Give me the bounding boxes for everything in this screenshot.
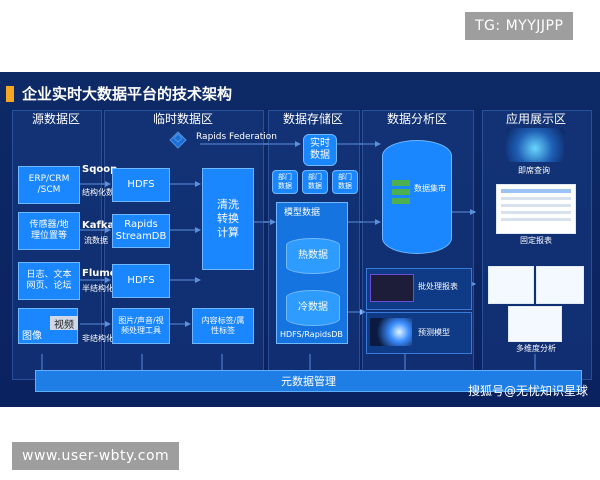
zone-display-title: 应用展示区: [505, 112, 566, 126]
data-mart-cylinder: [382, 140, 452, 254]
title-accent: [6, 86, 14, 102]
rapids-federation-label: Rapids Federation: [196, 132, 277, 142]
zone-analysis-title: 数据分析区: [386, 112, 447, 126]
type-structured: 结构化数据: [82, 188, 122, 197]
source-video: 视频: [50, 316, 78, 331]
zone-source-title: 源数据区: [31, 112, 80, 126]
source-sensor: 传感器/地 理位置等: [18, 212, 80, 250]
temp-rapids-streamdb: Rapids StreamDB: [112, 214, 170, 248]
multidim-thumb-3: [508, 306, 562, 342]
predict-model-label: 预测模型: [418, 328, 450, 337]
bottom-tag: www.user-wbty.com: [12, 442, 180, 470]
cold-data: 冷数据: [286, 290, 340, 326]
data-mart-label: 数据集市: [414, 184, 446, 193]
source-erp: ERP/CRM /SCM: [18, 166, 80, 204]
app-multidim-analysis: 多维度分析: [516, 344, 556, 353]
app-adhoc-query: 即席查询: [518, 166, 550, 175]
app-fixed-report: 固定报表: [520, 236, 552, 245]
clean-transform-compute: 清洗 转换 计算: [202, 168, 254, 270]
content-tag: 内容标签/属 性标签: [192, 308, 254, 344]
hdfs-rapidsdb-label: HDFS/RapidsDB: [280, 330, 343, 339]
top-tag: TG: MYYJJPP: [465, 12, 574, 40]
architecture-diagram: 企业实时大数据平台的技术架构 源数据区 临时数据区 数据存储区 数据分析区 应用…: [0, 72, 600, 407]
source-log: 日志、文本 网页、论坛: [18, 262, 80, 300]
model-data-label: 模型数据: [284, 208, 321, 218]
adhoc-query-thumb: [506, 128, 564, 162]
zone-temp-title: 临时数据区: [152, 112, 213, 126]
type-stream: 流数据: [84, 236, 108, 245]
zone-storage-title: 数据存储区: [282, 112, 343, 126]
tool-kafka: Kafka: [82, 220, 115, 231]
multidim-thumb-2: [536, 266, 584, 304]
predict-model-thumb: [370, 318, 412, 346]
type-semi: 半结构化: [82, 284, 114, 293]
temp-hdfs-1: HDFS: [112, 168, 170, 202]
hot-data: 热数据: [286, 238, 340, 274]
batch-report-thumb: [370, 274, 414, 302]
multidim-thumb-1: [488, 266, 534, 304]
batch-report-label: 批处理报表: [418, 282, 458, 291]
data-mart-icon: [392, 180, 410, 210]
dept-data-2: 部门 数据: [302, 170, 328, 194]
watermark: 搜狐号@无忧知识星球: [467, 384, 588, 398]
federation-cross-icon: [169, 131, 187, 149]
dept-data-1: 部门 数据: [272, 170, 298, 194]
diagram-title: 企业实时大数据平台的技术架构: [22, 85, 233, 103]
type-unstructured: 非结构化: [82, 334, 114, 343]
temp-media-tools: 图片/声音/视 频处理工具: [112, 308, 170, 344]
tool-sqoop: Sqoop: [82, 164, 118, 175]
temp-hdfs-2: HDFS: [112, 264, 170, 298]
fixed-report-thumb: [496, 184, 576, 234]
dept-data-3: 部门 数据: [332, 170, 358, 194]
tool-flume: Flume: [82, 268, 117, 279]
connector-lines: [41, 131, 536, 370]
metadata-management-bar: 元数据管理: [35, 370, 582, 392]
realtime-data: 实时 数据: [303, 134, 337, 166]
